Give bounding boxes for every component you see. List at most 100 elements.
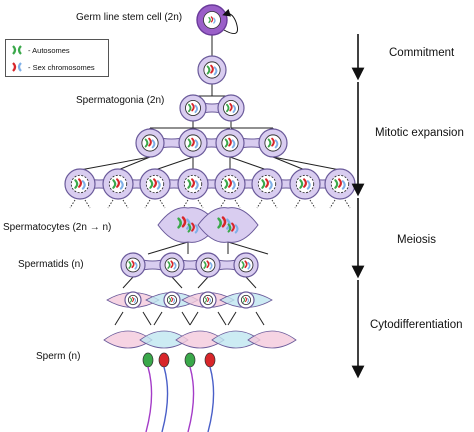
- chromosome: [338, 178, 342, 188]
- chromosome: [128, 261, 132, 269]
- stage-label-cytodifferentiation: Cytodifferentiation: [370, 319, 463, 331]
- chromosome: [170, 260, 174, 269]
- label-spermatids: Spermatids (n): [18, 259, 84, 270]
- chromosome: [116, 178, 120, 188]
- connector-line: [217, 311, 227, 326]
- connector-line: [181, 311, 191, 326]
- chromosome: [267, 138, 272, 148]
- chromosome: [271, 137, 275, 147]
- sperm-head: [158, 352, 170, 368]
- chromosome: [177, 217, 182, 229]
- chromosome: [191, 178, 195, 188]
- chromosome: [217, 217, 222, 229]
- chromosome: [231, 139, 236, 149]
- spermatid: [195, 252, 221, 278]
- label-spermatocytes: Spermatocytes (2n → n): [3, 222, 112, 233]
- chromosome: [173, 261, 177, 270]
- spermatogonium: [179, 94, 207, 122]
- chromosome: [74, 179, 79, 189]
- sperm-flagellum: [145, 366, 153, 432]
- chromosome: [224, 138, 229, 148]
- chromosome: [170, 296, 174, 303]
- spermatogonium-a: [215, 128, 245, 158]
- continuation-dots: [234, 199, 241, 209]
- elongating-spermatid: [163, 291, 181, 309]
- chromosome: [112, 179, 117, 189]
- chromosome: [131, 260, 135, 269]
- label-spermatogonia: Spermatogonia (2n): [76, 95, 165, 106]
- stage-label-mitotic-expansion: Mitotic expansion: [375, 127, 464, 139]
- loop-arrow-icon: [222, 8, 238, 35]
- chromosome: [227, 223, 232, 233]
- connector-line: [114, 311, 124, 326]
- spermatogonium-a: [135, 128, 165, 158]
- chromosome: [228, 178, 232, 188]
- continuation-dots: [182, 199, 189, 209]
- connector-line: [154, 156, 194, 171]
- legend-autosomes-label: - Autosomes: [28, 45, 70, 55]
- chromosome: [78, 178, 82, 188]
- continuation-dots: [256, 199, 263, 209]
- continuation-dots: [84, 199, 91, 209]
- connector-line: [147, 241, 189, 255]
- sperm-flagellum: [161, 366, 169, 432]
- sperm-head: [142, 352, 154, 368]
- lineage-connectors: [69, 35, 351, 326]
- chromosome: [203, 261, 207, 269]
- chromosome: [153, 178, 157, 188]
- chromosome: [204, 297, 208, 303]
- chromosome: [209, 261, 213, 270]
- connector-line: [142, 311, 152, 326]
- chromosome: [148, 137, 152, 147]
- chromosome: [261, 179, 266, 189]
- continuation-dots: [344, 199, 351, 209]
- chromosome: [187, 138, 192, 148]
- spermatogonium: [217, 94, 245, 122]
- spermatogonium-a: [178, 128, 208, 158]
- chromosome: [149, 179, 154, 189]
- sex-chromosome-icon: [12, 62, 22, 72]
- elongating-spermatid: [199, 291, 217, 309]
- continuation-dots: [197, 199, 204, 209]
- connector-line: [272, 156, 341, 171]
- chromosome: [306, 180, 311, 190]
- chromosome: [303, 178, 307, 188]
- sperm-flagellum: [207, 366, 215, 432]
- connector-line: [255, 311, 265, 326]
- chromosome: [181, 216, 187, 228]
- spermatogonium-b: [214, 168, 246, 200]
- cells-layer: [64, 4, 356, 432]
- chromosome: [231, 180, 236, 190]
- chromosome: [206, 260, 210, 269]
- spermatid: [159, 252, 185, 278]
- chromosome: [247, 261, 251, 270]
- elongating-spermatid: [124, 291, 142, 309]
- chromosome: [232, 104, 236, 113]
- spermatid: [120, 252, 146, 278]
- chromosome: [191, 222, 195, 232]
- chromosome: [268, 180, 273, 190]
- spermatogonium-b: [177, 168, 209, 200]
- chromosome: [131, 296, 135, 303]
- continuation-dots: [69, 199, 76, 209]
- chromosome: [194, 139, 199, 149]
- spermatogonium-b: [324, 168, 356, 200]
- chromosome: [210, 64, 214, 74]
- chromosome: [241, 261, 245, 269]
- continuation-dots: [144, 199, 151, 209]
- chromosome: [341, 180, 346, 190]
- continuation-dots: [107, 199, 114, 209]
- chromosome: [156, 180, 161, 190]
- chromosome: [210, 16, 214, 23]
- chromosome: [274, 139, 279, 149]
- chromosome: [246, 297, 250, 304]
- chromosome: [194, 180, 199, 190]
- continuation-dots: [219, 199, 226, 209]
- spermatogonium-a: [258, 128, 288, 158]
- chromosome: [206, 65, 211, 75]
- chromosome: [167, 261, 171, 269]
- chromosome: [224, 179, 229, 189]
- chromosome: [299, 179, 304, 189]
- chromosome: [231, 222, 235, 232]
